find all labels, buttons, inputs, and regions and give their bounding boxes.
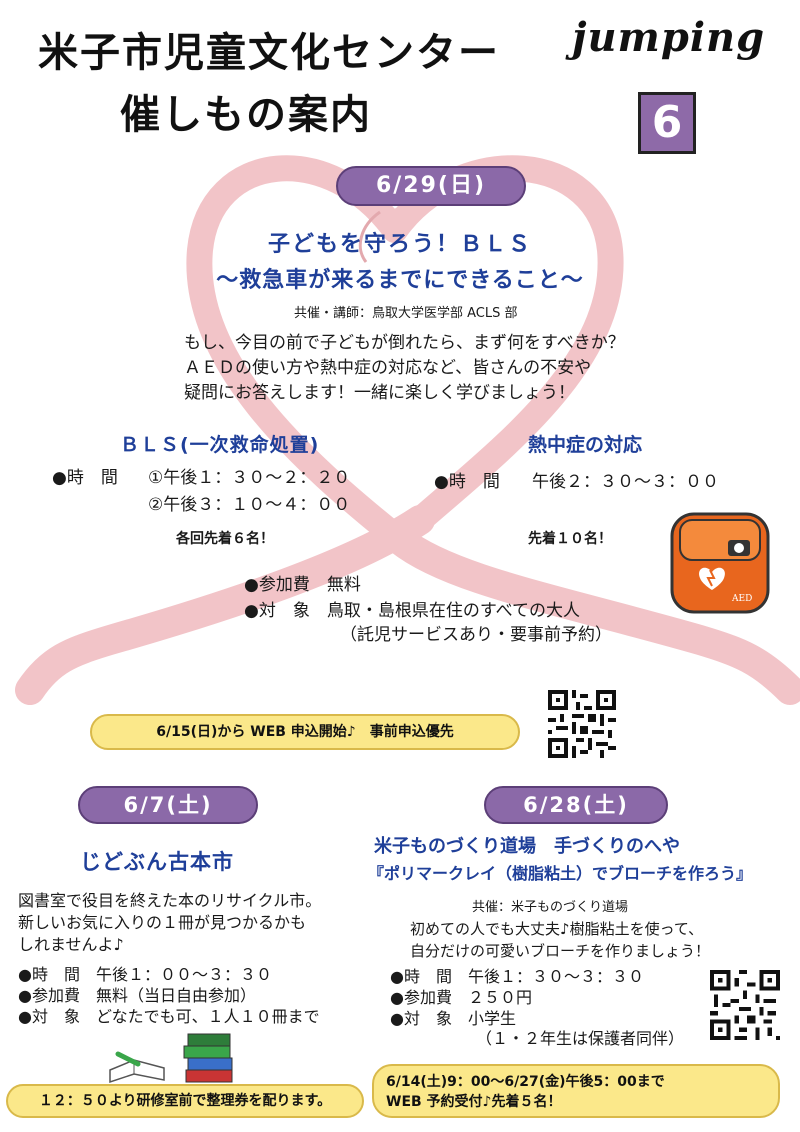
main-event-cohost: 共催・講師：鳥取大学医学部 ACLS 部 [294, 306, 518, 321]
aed-icon [670, 512, 770, 614]
book-fair-description-2: 新しいお気に入りの１冊が見つかるかも [18, 913, 307, 932]
heatstroke-time-label: ●時 間 [434, 472, 500, 492]
aed-label: AED [732, 594, 753, 604]
bls-capacity: 各回先着６名！ [176, 531, 274, 547]
heatstroke-capacity: 先着１０名！ [528, 531, 612, 547]
bls-heading: ＢＬＳ(一次救命処置) [120, 434, 320, 456]
heatstroke-heading: 熱中症の対応 [528, 434, 643, 456]
craft-target-note: （１・２年生は保護者同伴） [476, 1029, 685, 1048]
books-icon [109, 1033, 233, 1084]
book-fair-fee: ●参加費 無料（当日自由参加） [18, 986, 256, 1005]
craft-time: ●時 間 午後１：３０～３：３０ [390, 967, 644, 986]
craft-application-line1: 6/14(土)9：00～6/27(金)午後5：00まで [386, 1074, 665, 1090]
books-illustration [104, 1030, 244, 1086]
craft-title-line2: 『ポリマークレイ（樹脂粘土）でブローチを作ろう』 [368, 864, 753, 883]
qr-code-craft-event[interactable] [710, 970, 780, 1040]
book-fair-date-badge: 6/7(土) [78, 786, 258, 824]
book-fair-description-1: 図書室で役目を終えた本のリサイクル市。 [18, 891, 322, 910]
craft-description-2: 自分だけの可愛いブローチを作りましょう！ [410, 942, 711, 960]
main-event-application-note: 6/15(日)から WEB 申込開始♪ 事前申込優先 [90, 714, 520, 750]
main-event-description-1: もし、今目の前で子どもが倒れたら、まず何をすべきか？ [184, 333, 625, 353]
main-event-fee: ●参加費 無料 [244, 575, 361, 595]
craft-application-note: 6/14(土)9：00～6/27(金)午後5：00まで WEB 予約受付♪先着５… [372, 1064, 780, 1118]
bls-time-label: ●時 間 [52, 468, 118, 488]
craft-cohost: 共催：米子ものづくり道場 [472, 900, 629, 915]
craft-title-line1: 米子ものづくり道場 手づくりのへや [374, 836, 680, 857]
book-fair-ticket-note: １２：５０より研修室前で整理券を配ります。 [6, 1084, 364, 1118]
page-title-line2: 催しもの案内 [120, 92, 372, 138]
bls-time-1: ①午後１：３０～２：２０ [148, 468, 351, 488]
bls-time-2: ②午後３：１０～４：００ [148, 495, 351, 515]
main-event-title-line2: ～救急車が来るまでにできること～ [216, 268, 584, 293]
qr-code-icon [710, 970, 780, 1040]
book-fair-description-3: しれませんよ♪ [18, 935, 124, 954]
qr-code-main-event[interactable] [548, 690, 616, 758]
main-event-target: ●対 象 鳥取・島根県在住のすべての大人 [244, 601, 580, 621]
main-event-title-line1: 子どもを守ろう！ＢＬＳ [267, 232, 532, 257]
craft-target: ●対 象 小学生 [390, 1009, 516, 1028]
main-event-date-badge: 6/29(日) [336, 166, 526, 206]
craft-date-badge: 6/28(土) [484, 786, 668, 824]
book-fair-target: ●対 象 どなたでも可、１人１０冊まで [18, 1007, 320, 1026]
craft-description-1: 初めての人でも大丈夫♪樹脂粘土を使って、 [410, 920, 704, 938]
heatstroke-time: 午後２：３０～３：００ [532, 472, 719, 492]
brand-logo: jumping [572, 14, 766, 61]
page-title-line1: 米子市児童文化センター [38, 30, 500, 76]
main-event-target-note: （託児サービスあり・要事前予約） [340, 625, 612, 645]
main-event-description-3: 疑問にお答えします！一緒に楽しく学びましょう！ [184, 383, 575, 403]
issue-number-badge: 6 [638, 92, 696, 154]
book-fair-title: じどぶん古本市 [80, 850, 234, 874]
craft-application-line2: WEB 予約受付♪先着５名！ [386, 1094, 562, 1110]
aed-device-illustration: AED [668, 506, 772, 616]
qr-code-icon [548, 690, 616, 758]
craft-fee: ●参加費 ２５０円 [390, 988, 532, 1007]
book-fair-time: ●時 間 午後１：００～３：３０ [18, 965, 272, 984]
main-event-description-2: ＡＥＤの使い方や熱中症の対応など、皆さんの不安や [184, 358, 592, 378]
